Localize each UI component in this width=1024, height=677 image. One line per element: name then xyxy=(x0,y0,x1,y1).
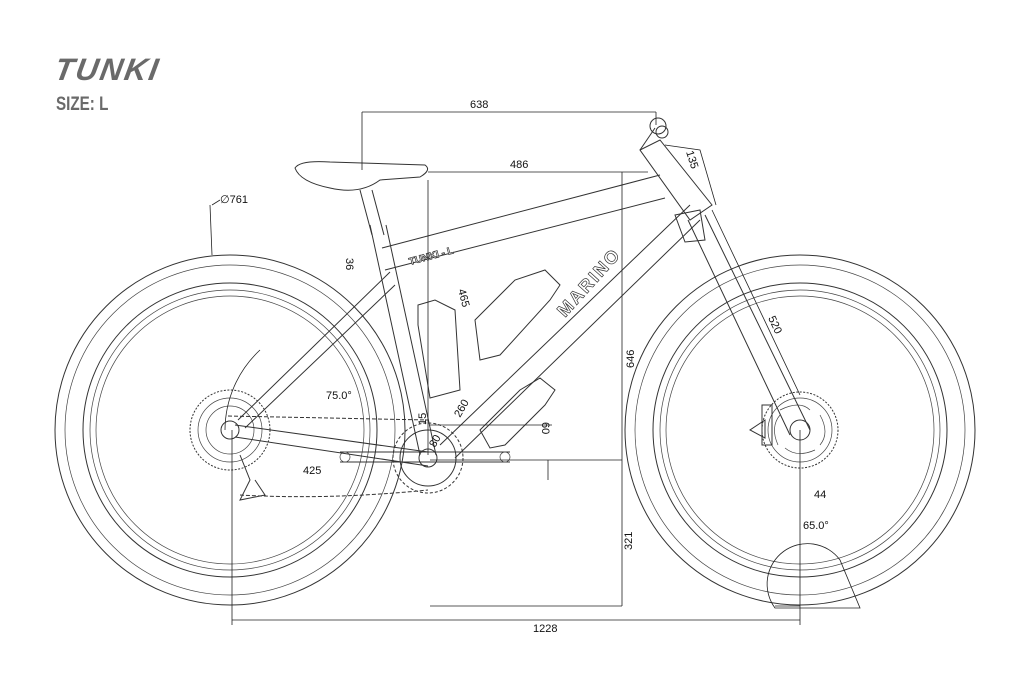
dim-425: 425 xyxy=(303,465,321,477)
rear-cassette xyxy=(189,389,271,471)
dim-seat-angle: 75.0° xyxy=(326,390,352,402)
svg-text:MARINO: MARINO xyxy=(553,244,625,321)
dim-80: 80 xyxy=(427,433,444,450)
seatpost-saddle xyxy=(294,161,429,236)
dim-15: 15 xyxy=(417,413,429,425)
dim-520: 520 xyxy=(765,314,784,336)
svg-text:TUNKI - L: TUNKI - L xyxy=(408,245,455,267)
dim-321: 321 xyxy=(623,532,635,550)
down-tube-decal: MARINO xyxy=(553,244,625,321)
dim-135: 135 xyxy=(683,149,700,170)
dim-44: 44 xyxy=(814,489,826,501)
rear-wheel xyxy=(54,254,406,606)
dim-260: 260 xyxy=(452,398,472,420)
dim-36: 36 xyxy=(343,258,355,270)
front-brake-rotor xyxy=(749,391,839,469)
dim-wheel-diameter: ∅761 xyxy=(220,194,248,206)
front-wheel xyxy=(624,254,976,606)
dim-646: 646 xyxy=(625,350,637,368)
dim-head-angle: 65.0° xyxy=(803,520,829,532)
water-bottles xyxy=(417,269,561,449)
top-tube-decal: TUNKI - L xyxy=(408,245,456,268)
dim-1228: 1228 xyxy=(533,623,557,635)
dimension-lines xyxy=(209,111,861,625)
frame xyxy=(234,139,811,467)
dim-638: 638 xyxy=(470,99,488,111)
dim-486: 486 xyxy=(510,159,528,171)
dim-465: 465 xyxy=(455,288,471,309)
dim-60: 60 xyxy=(539,422,551,434)
handlebar-stem xyxy=(639,117,669,151)
drivetrain xyxy=(227,415,511,501)
size-label: SIZE: L xyxy=(56,94,109,115)
